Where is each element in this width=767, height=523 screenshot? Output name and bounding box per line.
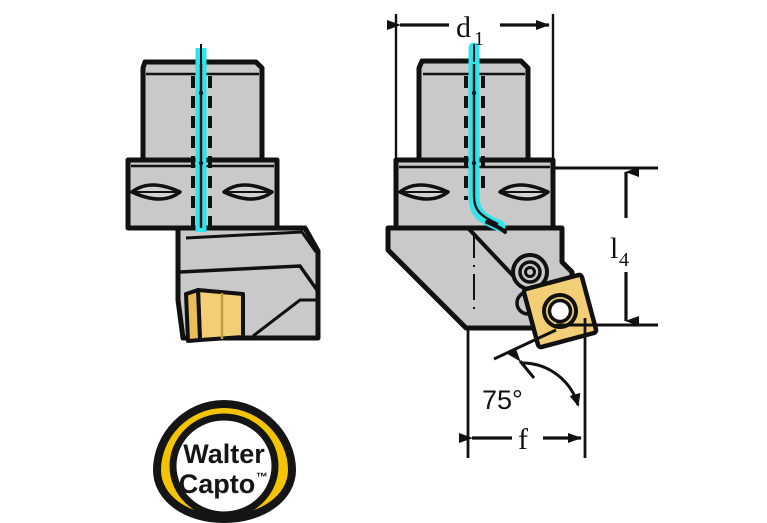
logo-inner-disc bbox=[169, 413, 279, 519]
right-coolant-bore-line bbox=[472, 64, 499, 226]
dimension-d1: d 1 bbox=[387, 11, 555, 168]
walter-capto-logo: Walter Capto ™ bbox=[153, 400, 296, 523]
right-front-view bbox=[385, 42, 599, 350]
left-head-facet-mid bbox=[179, 264, 319, 292]
left-head-facet-lower bbox=[252, 298, 317, 338]
d1-label: d bbox=[456, 11, 471, 44]
right-coolant-outlet bbox=[485, 220, 507, 234]
right-axis-dot-upper bbox=[471, 90, 477, 96]
right-clamp-slot-left bbox=[398, 183, 450, 201]
left-axis-dot-lower bbox=[198, 160, 204, 166]
l4-label: l bbox=[610, 232, 618, 265]
logo-line2: Capto bbox=[179, 469, 256, 499]
left-clamp-slot-right bbox=[222, 183, 274, 201]
right-axis-dot-lower bbox=[471, 160, 477, 166]
d1-label-subscript: 1 bbox=[474, 28, 484, 50]
angle-arc-start-arrow bbox=[507, 347, 536, 379]
right-insert bbox=[521, 272, 599, 350]
dimension-l4: l 4 bbox=[553, 166, 658, 327]
left-insert-side bbox=[184, 288, 202, 343]
angle-leader-edge bbox=[493, 328, 557, 361]
f-label: f bbox=[518, 423, 528, 456]
right-clamp-slot-right bbox=[498, 183, 550, 201]
angle-arc bbox=[521, 361, 581, 407]
angle-label: 75° bbox=[482, 385, 523, 415]
left-head-facet-upper bbox=[185, 230, 318, 253]
logo-trademark-symbol: ™ bbox=[256, 470, 268, 484]
left-side-view bbox=[125, 44, 321, 343]
left-clamp-slot-left bbox=[130, 183, 182, 201]
left-insert bbox=[196, 288, 245, 342]
dimension-f: f bbox=[459, 318, 587, 458]
logo-line1: Walter bbox=[183, 439, 265, 469]
angle-annotation-75: 75° bbox=[482, 328, 581, 415]
left-axis-dot-upper bbox=[198, 90, 204, 96]
l4-label-subscript: 4 bbox=[619, 249, 629, 271]
